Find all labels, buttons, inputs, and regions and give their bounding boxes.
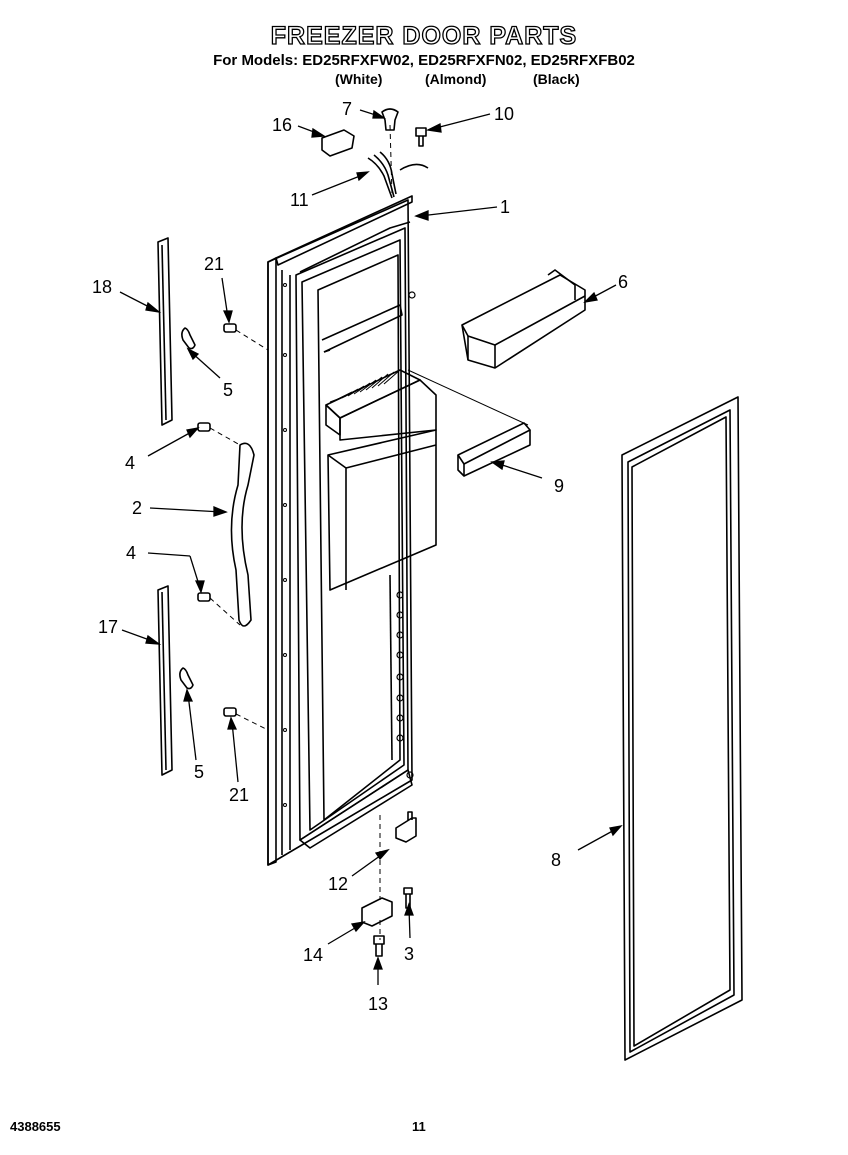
variant-white: (White): [335, 71, 383, 87]
wire-harness: [367, 151, 429, 199]
callout-4-lower: 4: [126, 543, 136, 563]
callout-21-lower: 21: [229, 785, 249, 805]
plug-cap: [381, 108, 399, 131]
variant-black: (Black): [533, 71, 580, 87]
page-title: FREEZER DOOR PARTS: [270, 21, 578, 50]
callout-labels: 7 16 10 11 1 21 18 6 5 9 4 2 4 17 5 21 8…: [92, 99, 628, 1014]
callout-7: 7: [342, 99, 352, 119]
callout-8: 8: [551, 850, 561, 870]
callout-13: 13: [368, 994, 388, 1014]
callout-16: 16: [272, 115, 292, 135]
document-number: 4388655: [10, 1119, 61, 1134]
assembly-lines: [209, 124, 393, 940]
wire-connector: [321, 129, 355, 157]
screw-13: [373, 935, 385, 957]
models-line: For Models: ED25RFXFW02, ED25RFXFN02, ED…: [213, 52, 635, 69]
callout-11: 11: [290, 190, 309, 210]
clip-lower: [179, 667, 194, 690]
callout-17: 17: [98, 617, 118, 637]
callout-9: 9: [554, 476, 564, 496]
page-number: 11: [412, 1119, 426, 1134]
door-edge-dots: [283, 283, 287, 807]
door-gasket: [621, 396, 743, 1061]
top-screw: [415, 127, 427, 147]
callout-6: 6: [618, 272, 628, 292]
callout-3: 3: [404, 944, 414, 964]
trim-strip-lower: [157, 585, 173, 776]
callout-12: 12: [328, 874, 348, 894]
hinge-block-14: [361, 897, 393, 927]
callout-21-upper: 21: [204, 254, 224, 274]
variant-almond: (Almond): [425, 71, 487, 87]
callout-10: 10: [494, 104, 514, 124]
callout-5-upper: 5: [223, 380, 233, 400]
callout-14: 14: [303, 945, 323, 965]
hinge-12: [395, 811, 417, 843]
screws: [197, 323, 237, 717]
door-holes: [396, 291, 416, 779]
door-bin: [461, 269, 586, 369]
door-panel: [267, 195, 437, 866]
callout-2: 2: [132, 498, 142, 518]
callout-arrows: [119, 109, 623, 985]
handle: [230, 442, 255, 627]
clip-upper: [181, 327, 196, 350]
callout-1: 1: [500, 197, 510, 217]
ice-tray-slats: [329, 369, 401, 403]
bar-9: [457, 422, 531, 477]
callout-18: 18: [92, 277, 112, 297]
callout-4-upper: 4: [125, 453, 135, 473]
trim-strip-upper: [157, 237, 173, 426]
callout-5-lower: 5: [194, 762, 204, 782]
